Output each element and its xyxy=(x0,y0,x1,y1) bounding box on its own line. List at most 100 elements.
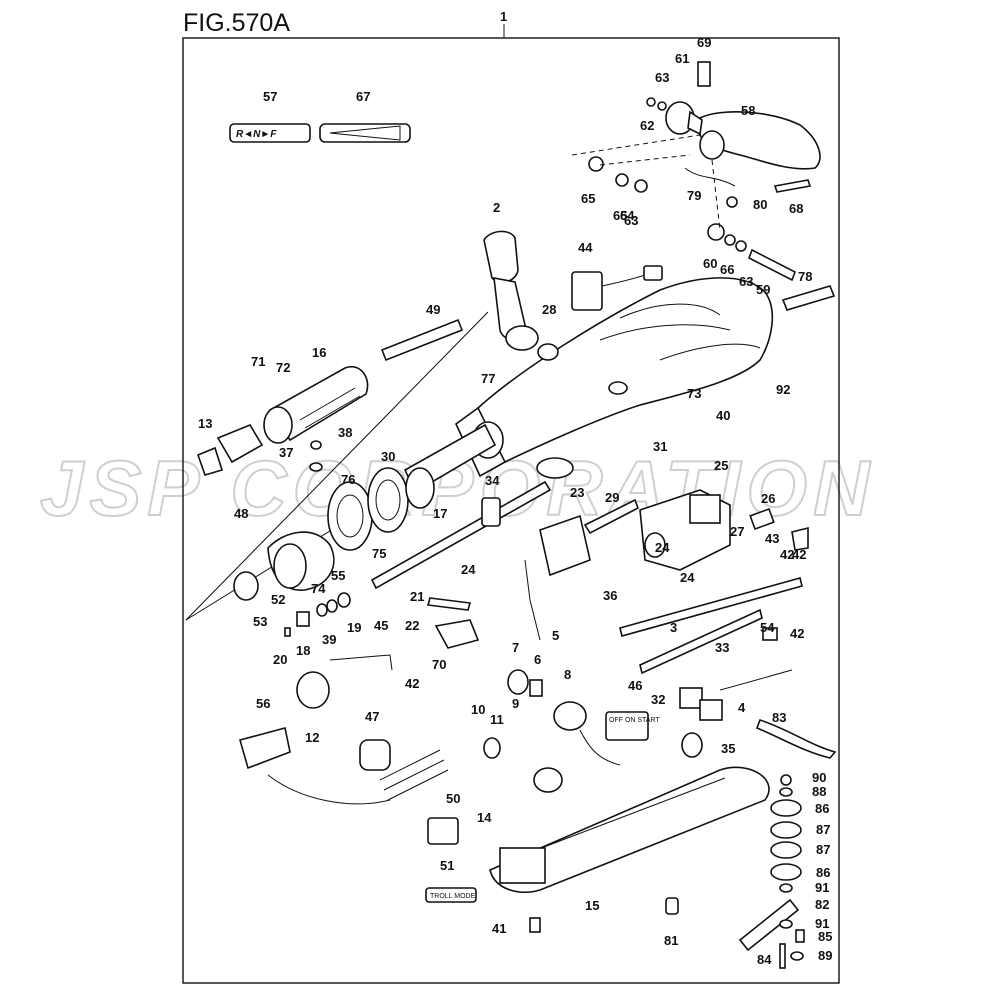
callout-59: 59 xyxy=(756,282,770,297)
callout-86: 86 xyxy=(815,801,829,816)
callout-92: 92 xyxy=(776,382,790,397)
callout-75: 75 xyxy=(372,546,386,561)
callout-49: 49 xyxy=(426,302,440,317)
callout-14: 14 xyxy=(477,810,492,825)
callout-44: 44 xyxy=(578,240,593,255)
callout-86: 86 xyxy=(816,865,830,880)
figure-title: FIG.570A xyxy=(183,9,290,37)
trim-strap xyxy=(755,718,837,759)
switch-decal-text: OFF ON START xyxy=(609,717,660,724)
base-plate xyxy=(489,732,770,893)
control-lever xyxy=(483,230,559,361)
callout-62: 62 xyxy=(640,118,654,133)
callout-82: 82 xyxy=(815,897,829,912)
callout-67: 67 xyxy=(356,89,370,104)
callout-42: 42 xyxy=(780,547,794,562)
remote-control-housing xyxy=(477,277,774,472)
friction-disc-stack xyxy=(738,774,805,969)
callout-18: 18 xyxy=(296,643,310,658)
callout-9: 9 xyxy=(512,696,519,711)
callout-21: 21 xyxy=(410,589,424,604)
callout-50: 50 xyxy=(446,791,460,806)
callout-10: 10 xyxy=(471,702,485,717)
callout-70: 70 xyxy=(432,657,446,672)
callout-38: 38 xyxy=(338,425,352,440)
troll-switch xyxy=(427,817,459,845)
callout-91: 91 xyxy=(815,880,829,895)
callout-11: 11 xyxy=(490,712,504,727)
callout-87: 87 xyxy=(816,842,830,857)
callout-3: 3 xyxy=(670,620,677,635)
callout-55: 55 xyxy=(331,568,345,583)
callout-28: 28 xyxy=(542,302,556,317)
callout-15: 15 xyxy=(585,898,599,913)
callout-61: 61 xyxy=(675,51,689,66)
callout-63: 63 xyxy=(655,70,669,85)
troll-mode-decal: TROLL MODE xyxy=(425,887,477,903)
trim-switch-housing xyxy=(196,424,264,476)
callout-57: 57 xyxy=(263,89,277,104)
callout-71: 71 xyxy=(251,354,265,369)
callout-27: 27 xyxy=(730,524,744,539)
callout-16: 16 xyxy=(312,345,326,360)
callout-84: 84 xyxy=(757,952,772,967)
throttle-cable xyxy=(619,577,803,637)
end-cap xyxy=(233,531,335,601)
stop-switch-cap xyxy=(359,739,391,771)
callout-42: 42 xyxy=(405,676,419,691)
callout-64: 64 xyxy=(620,208,635,223)
callout-63: 63 xyxy=(739,274,753,289)
trim-decal xyxy=(319,123,411,143)
handle-grip xyxy=(263,365,369,444)
callout-88: 88 xyxy=(812,784,826,799)
shift-cable xyxy=(639,608,763,675)
callout-63: 63 xyxy=(624,213,638,228)
callout-8: 8 xyxy=(564,667,571,682)
callout-25: 25 xyxy=(714,458,728,473)
callout-33: 33 xyxy=(715,640,729,655)
shift-decal-text: R◄N►F xyxy=(236,129,277,140)
callout-79: 79 xyxy=(687,188,701,203)
callout-19: 19 xyxy=(347,620,361,635)
callout-5: 5 xyxy=(552,628,559,643)
callout-24: 24 xyxy=(680,570,695,585)
callout-39: 39 xyxy=(322,632,336,647)
lanyard-cord xyxy=(267,774,391,805)
callout-20: 20 xyxy=(273,652,287,667)
callout-54: 54 xyxy=(760,620,775,635)
callout-60: 60 xyxy=(703,256,717,271)
callout-2: 2 xyxy=(493,200,500,215)
callout-68: 68 xyxy=(789,201,803,216)
callout-90: 90 xyxy=(812,770,826,785)
callout-36: 36 xyxy=(603,588,617,603)
callout-56: 56 xyxy=(256,696,270,711)
callout-42: 42 xyxy=(790,626,804,641)
callout-37: 37 xyxy=(279,445,293,460)
callout-42: 42 xyxy=(792,547,806,562)
callout-80: 80 xyxy=(753,197,767,212)
callout-labels: 2345678910111213141516171819202122232424… xyxy=(198,35,832,967)
wire-harness xyxy=(679,669,793,721)
callout-41: 41 xyxy=(492,921,506,936)
assembly-number: 1 xyxy=(500,9,507,24)
callout-65: 65 xyxy=(581,191,595,206)
callout-87: 87 xyxy=(816,822,830,837)
callout-85: 85 xyxy=(818,929,832,944)
callout-35: 35 xyxy=(721,741,735,756)
callout-34: 34 xyxy=(485,473,500,488)
lanyard-clip xyxy=(239,727,291,770)
throttle-block xyxy=(639,489,809,571)
diagram-frame xyxy=(182,37,840,984)
callout-65: 65 xyxy=(613,208,627,223)
callout-91: 91 xyxy=(815,916,829,931)
callout-47: 47 xyxy=(365,709,379,724)
callout-30: 30 xyxy=(381,449,395,464)
callout-7: 7 xyxy=(512,640,519,655)
callout-89: 89 xyxy=(818,948,832,963)
neutral-switch xyxy=(571,265,663,311)
callout-78: 78 xyxy=(798,269,812,284)
callout-73: 73 xyxy=(687,386,701,401)
callout-58: 58 xyxy=(741,103,755,118)
callout-72: 72 xyxy=(276,360,290,375)
